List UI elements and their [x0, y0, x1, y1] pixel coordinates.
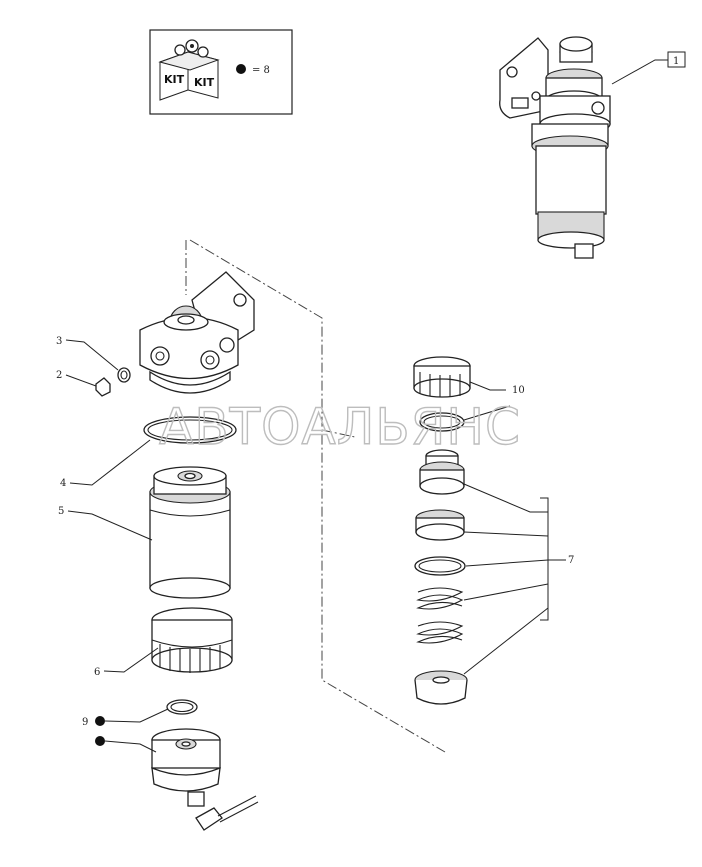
leader-line-bowl [104, 740, 157, 753]
filter-cartridge [149, 466, 231, 599]
callout-9: 9 [82, 717, 88, 728]
leader-line-9 [104, 708, 169, 723]
pump-spring-lower [416, 621, 464, 644]
callout-10: 10 [512, 385, 525, 396]
callout-4: 4 [60, 478, 66, 489]
leader-line-2 [65, 374, 97, 387]
kit-equals-text: = 8 [252, 65, 270, 76]
leader-line-3 [65, 339, 119, 371]
leader-line-4 [69, 439, 151, 486]
kit-bracket-7 [463, 483, 566, 675]
seal-ring [143, 416, 237, 444]
callout-1: 1 [673, 56, 679, 67]
kit-boxes-icon: KIT KIT [158, 39, 220, 101]
pump-ring-nut [413, 356, 471, 398]
callout-2: 2 [56, 370, 62, 381]
washer [117, 367, 131, 383]
assembled-filter [499, 36, 611, 259]
pump-o-ring [414, 556, 466, 576]
leader-line-5 [67, 510, 153, 541]
kit-legend: KIT KIT = 8 [149, 29, 293, 115]
assembly-path-branch [321, 429, 356, 438]
kit-dot-o-ring-icon [95, 716, 105, 726]
leader-line-6 [103, 647, 159, 673]
pump-cup [415, 509, 465, 541]
callout-3: 3 [56, 336, 62, 347]
kit-label-2: KIT [194, 76, 215, 89]
kit-label-1: KIT [164, 73, 185, 86]
pump-spring-upper [416, 587, 464, 610]
watermark-text: АВТОАЛЬЯНС [159, 398, 521, 456]
pump-piston [419, 449, 465, 495]
callout-5: 5 [58, 506, 64, 517]
kit-dot-bowl-icon [95, 736, 105, 746]
ring-nut [151, 607, 233, 673]
callout-box-1 [667, 51, 686, 68]
kit-dot-icon [236, 64, 246, 74]
callout-6: 6 [94, 667, 100, 678]
pump-base-cup [414, 670, 468, 705]
assembly-path-line [185, 239, 446, 753]
leader-line-pump-seal [463, 405, 511, 421]
o-ring [166, 699, 198, 715]
filter-bowl [151, 728, 259, 831]
plug [95, 377, 111, 397]
filter-head [139, 271, 255, 394]
leader-line-10 [469, 381, 506, 391]
pump-seal [419, 412, 465, 432]
callout-7: 7 [568, 555, 574, 566]
leader-line-1 [611, 59, 668, 85]
